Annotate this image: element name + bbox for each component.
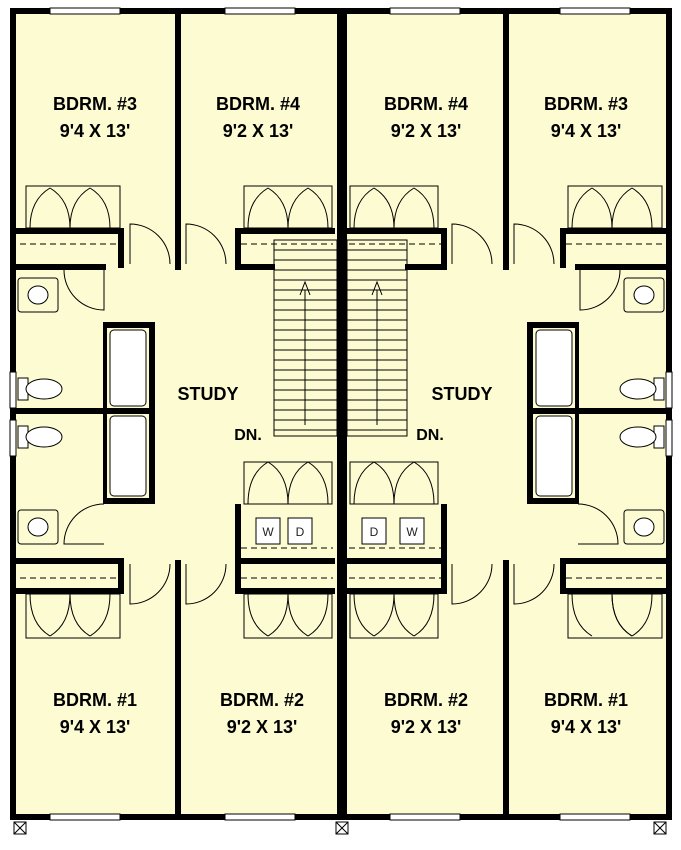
dryer-icon: [361, 517, 387, 545]
dryer-label-right: D: [370, 525, 379, 539]
left-stair-down-label: DN.: [234, 427, 262, 444]
left-bdrm2-name: BDRM. #2: [220, 690, 304, 710]
toilet-icon: [619, 426, 657, 448]
left-study-label: STUDY: [177, 384, 238, 404]
stairs: [273, 239, 408, 437]
right-bdrm3-size: 9'4 X 13': [551, 121, 622, 141]
toilet-icon: [25, 378, 63, 400]
sink-icon: [27, 285, 49, 305]
room-labels: BDRM. #3 9'4 X 13' BDRM. #4 9'2 X 13' BD…: [53, 94, 628, 737]
dryer-icon: [287, 517, 313, 545]
left-bdrm2-size: 9'2 X 13': [227, 717, 298, 737]
washer-icon: [399, 517, 425, 545]
bathtub-icon: [109, 329, 147, 407]
right-bdrm1-name: BDRM. #1: [544, 690, 628, 710]
right-study-label: STUDY: [431, 384, 492, 404]
toilet-icon: [25, 426, 63, 448]
left-bdrm4-name: BDRM. #4: [216, 94, 300, 114]
sink-icon: [633, 285, 655, 305]
left-bdrm1-size: 9'4 X 13': [60, 717, 131, 737]
dryer-label-left: D: [296, 525, 305, 539]
right-stair-down-label: DN.: [416, 427, 444, 444]
washer-label-right: W: [406, 525, 418, 539]
toilet-icon: [619, 378, 657, 400]
right-bdrm2-size: 9'2 X 13': [391, 717, 462, 737]
bathtub-icon: [535, 329, 573, 407]
doors: [20, 185, 664, 639]
washer-icon: [255, 517, 281, 545]
bathtub-icon: [535, 415, 573, 497]
sink-icon: [633, 517, 655, 537]
left-bdrm3-size: 9'4 X 13': [60, 121, 131, 141]
right-bdrm4-name: BDRM. #4: [384, 94, 468, 114]
right-bdrm3-name: BDRM. #3: [544, 94, 628, 114]
right-bdrm2-name: BDRM. #2: [384, 690, 468, 710]
left-bdrm1-name: BDRM. #1: [53, 690, 137, 710]
washer-label-left: W: [262, 525, 274, 539]
sink-icon: [27, 517, 49, 537]
bathtub-icon: [109, 415, 147, 497]
corner-markers: [13, 821, 667, 835]
left-bdrm3-name: BDRM. #3: [53, 94, 137, 114]
walls: [10, 8, 672, 820]
laundry: [255, 517, 425, 545]
bath-fixtures: [17, 277, 665, 545]
windows: [9, 7, 673, 821]
right-bdrm1-size: 9'4 X 13': [551, 717, 622, 737]
right-bdrm4-size: 9'2 X 13': [391, 121, 462, 141]
left-bdrm4-size: 9'2 X 13': [223, 121, 294, 141]
